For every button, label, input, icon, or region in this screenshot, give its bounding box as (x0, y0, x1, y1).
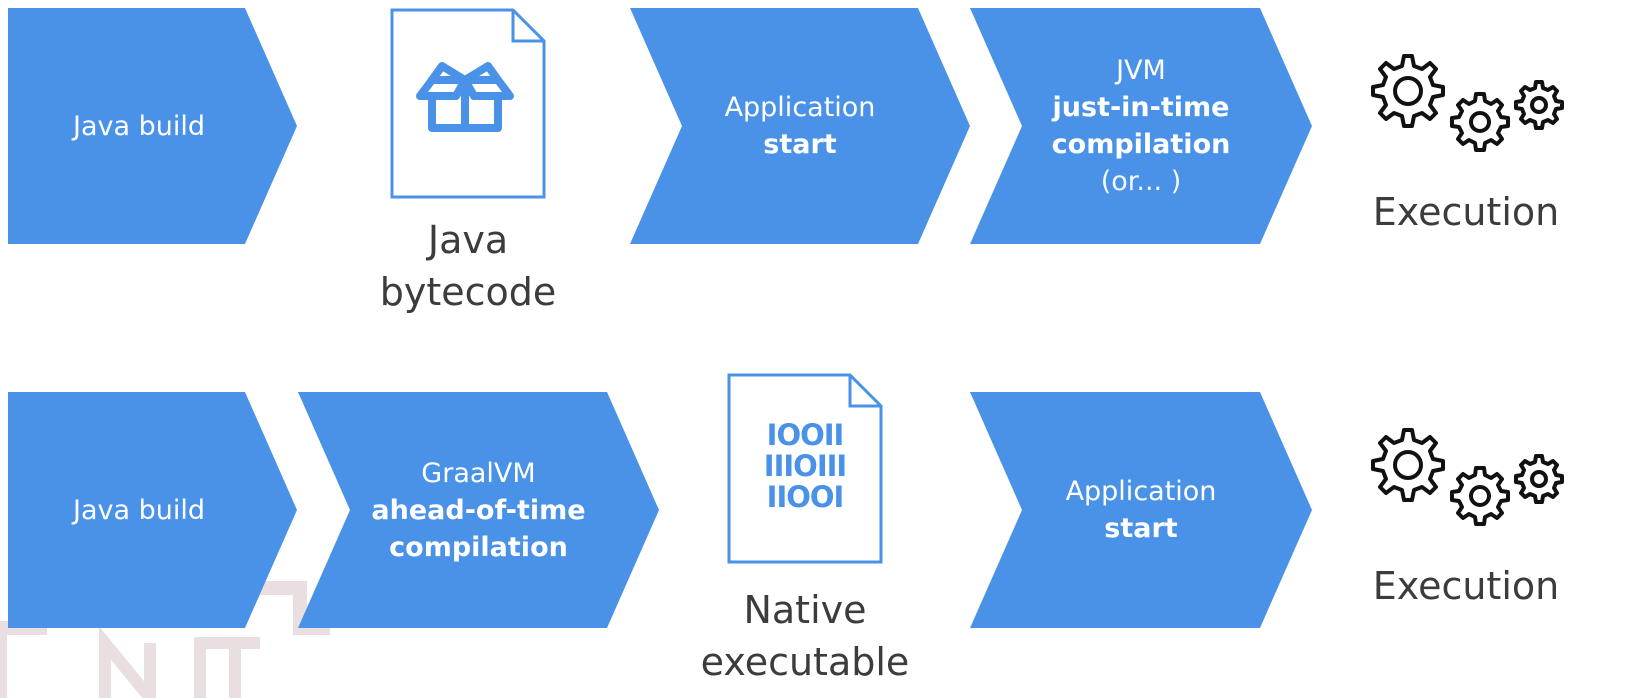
row1-doc-caption-line1: Java (427, 218, 509, 262)
row1-step4-line1: JVM (1116, 55, 1166, 86)
row2-step4-line1: Application (1065, 476, 1217, 507)
row2-doc-caption-line1: Native (743, 588, 867, 632)
row2-step1-chevron (8, 392, 297, 628)
row2-step2-label: GraalVM ahead-of-time compilation (350, 392, 607, 628)
row1-step4-line3: compilation (1051, 129, 1231, 160)
row1-step4-line2: just-in-time (1052, 92, 1230, 123)
row1-doc-caption-line2: bytecode (379, 270, 557, 314)
row2-step4-line2: start (1104, 513, 1178, 544)
row1-step4-line4: (or... ) (1100, 166, 1182, 197)
row1-doc-caption: Java bytecode (368, 214, 568, 318)
native-document-icon (727, 373, 883, 564)
row1-step1-text: Java build (72, 110, 205, 142)
row1-step4-label: JVM just-in-time compilation (or... ) (1022, 8, 1260, 244)
gears-icon (1371, 428, 1564, 526)
row2-step2-line3: compilation (389, 531, 568, 563)
gears-icon (1371, 54, 1564, 152)
binary-digits-icon: IOOII IIIOIII IIOOI (741, 420, 869, 513)
package-box-icon (416, 62, 514, 132)
binary-line: IIIOIII (763, 449, 847, 483)
row1-step3-line1: Application (724, 92, 876, 123)
row2-step2-chevron (298, 392, 659, 628)
row1-step1-chevron (8, 8, 297, 244)
row1-result-text: Execution (1372, 190, 1560, 234)
row1-step4-chevron (970, 8, 1312, 244)
row1-step3-label: Application start (682, 8, 918, 244)
binary-line: IOOII (766, 418, 845, 452)
row1-step3-line2: start (763, 129, 837, 160)
row2-step2-line2: ahead-of-time (371, 494, 586, 526)
row2-result-text: Execution (1372, 564, 1560, 608)
row2-step4-label: Application start (1022, 392, 1260, 628)
binary-line: IIOOI (766, 480, 845, 514)
row1-step1-label: Java build (8, 8, 270, 244)
row2-step1-label: Java build (8, 392, 270, 628)
row1-step3-chevron (630, 8, 970, 244)
row2-step2-line1: GraalVM (421, 457, 536, 489)
row2-doc-caption-line2: executable (700, 640, 910, 684)
row1-result-label: Execution (1366, 186, 1566, 238)
row2-doc-caption: Native executable (685, 584, 925, 688)
row2-result-label: Execution (1366, 560, 1566, 612)
row2-step1-text: Java build (72, 494, 205, 526)
row2-step4-chevron (970, 392, 1312, 628)
